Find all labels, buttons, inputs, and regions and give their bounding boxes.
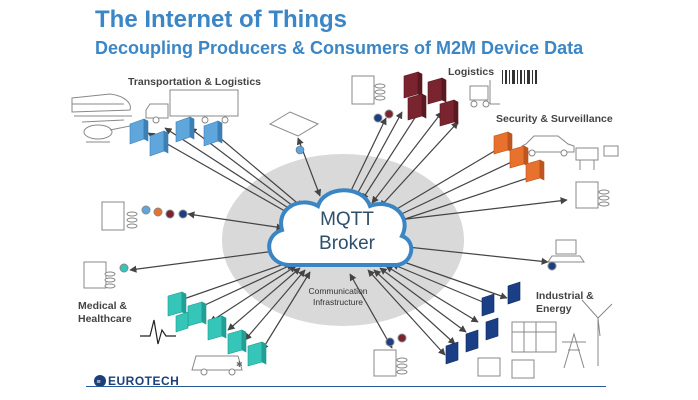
forklift-icon [469,80,500,108]
sector-label-medical-line2: Healthcare [78,313,132,325]
server-icon-bottom [373,333,408,377]
server-icon-security [575,181,610,209]
infra-line2: Infrastructure [312,297,364,307]
ambulance-icon: ✱ [191,355,243,376]
sector-label-industrial: Industrial & Energy [536,290,594,316]
server-icon-medical [83,261,129,289]
eurotech-logo-mark: ≡ [94,375,106,387]
page-subtitle: Decoupling Producers & Consumers of M2M … [95,38,584,58]
svg-text:≡: ≡ [97,379,101,386]
mqtt-broker-label: MQTT Broker [288,208,406,256]
infra-line1: Communication [308,286,368,296]
barcode-icon [502,70,537,84]
broker-line1: MQTT [320,209,374,230]
svg-text:✱: ✱ [236,360,243,369]
sector-label-logistics: Logistics [448,66,495,78]
sector-label-medical-line1: Medical & [78,300,128,312]
server-icon-left [101,201,188,231]
sector-label-transportation: Transportation & Logistics [128,76,262,88]
power-tower-icon [562,332,586,369]
helicopter-icon [81,119,131,143]
medical-devices [167,291,267,367]
handheld-device-icon [268,111,320,155]
transport-devices [129,116,223,157]
truck-icon [145,89,239,124]
meter-icons [477,357,535,379]
sector-label-medical: Medical & Healthcare [78,300,132,326]
control-panel-icon [511,321,557,353]
footer-divider [86,386,606,387]
server-icon-logistics [351,75,394,123]
industrial-devices [445,281,521,365]
mqtt-broker-cloud [267,188,414,267]
train-icon [71,93,132,117]
page-title: The Internet of Things [95,6,347,33]
logistics-devices [403,71,459,127]
heartbeat-icon [140,319,176,345]
infrastructure-label: Communication Infrastructure [290,286,386,308]
sector-label-industrial-line1: Industrial & [536,290,594,302]
car-icon [521,135,575,157]
brand-name: EUROTECH [108,374,180,388]
security-devices [493,131,545,183]
wind-turbine-icon [581,299,613,366]
surveillance-camera-icon [575,145,619,170]
laptop-icon [547,239,585,271]
sector-label-industrial-line2: Energy [536,303,572,315]
broker-line2: Broker [319,233,375,254]
sector-label-security: Security & Surveillance [496,113,613,125]
connection-arrows [129,109,568,356]
